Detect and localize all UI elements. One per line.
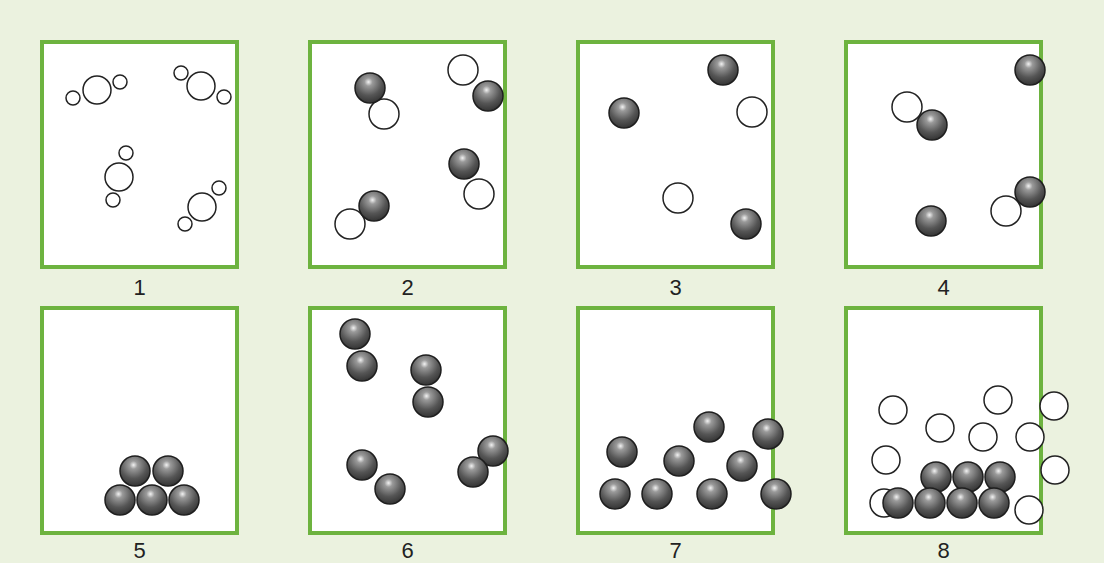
panel (846, 308, 1041, 533)
dark-atoms (105, 55, 1045, 518)
panel-number: 5 (110, 540, 170, 562)
panel-number: 7 (646, 540, 706, 562)
panel (578, 42, 773, 267)
panel (42, 308, 237, 533)
panel-number: 8 (914, 540, 974, 562)
panel (310, 308, 505, 533)
panel-number: 4 (914, 277, 974, 299)
panel (578, 308, 773, 533)
panel-number: 2 (378, 277, 438, 299)
panel-number: 1 (110, 277, 170, 299)
panel (42, 42, 237, 267)
light-atoms (335, 55, 1069, 524)
molecules (66, 66, 231, 231)
panel-number: 6 (378, 540, 438, 562)
panel (310, 42, 505, 267)
panel (846, 42, 1041, 267)
panel-number: 3 (646, 277, 706, 299)
